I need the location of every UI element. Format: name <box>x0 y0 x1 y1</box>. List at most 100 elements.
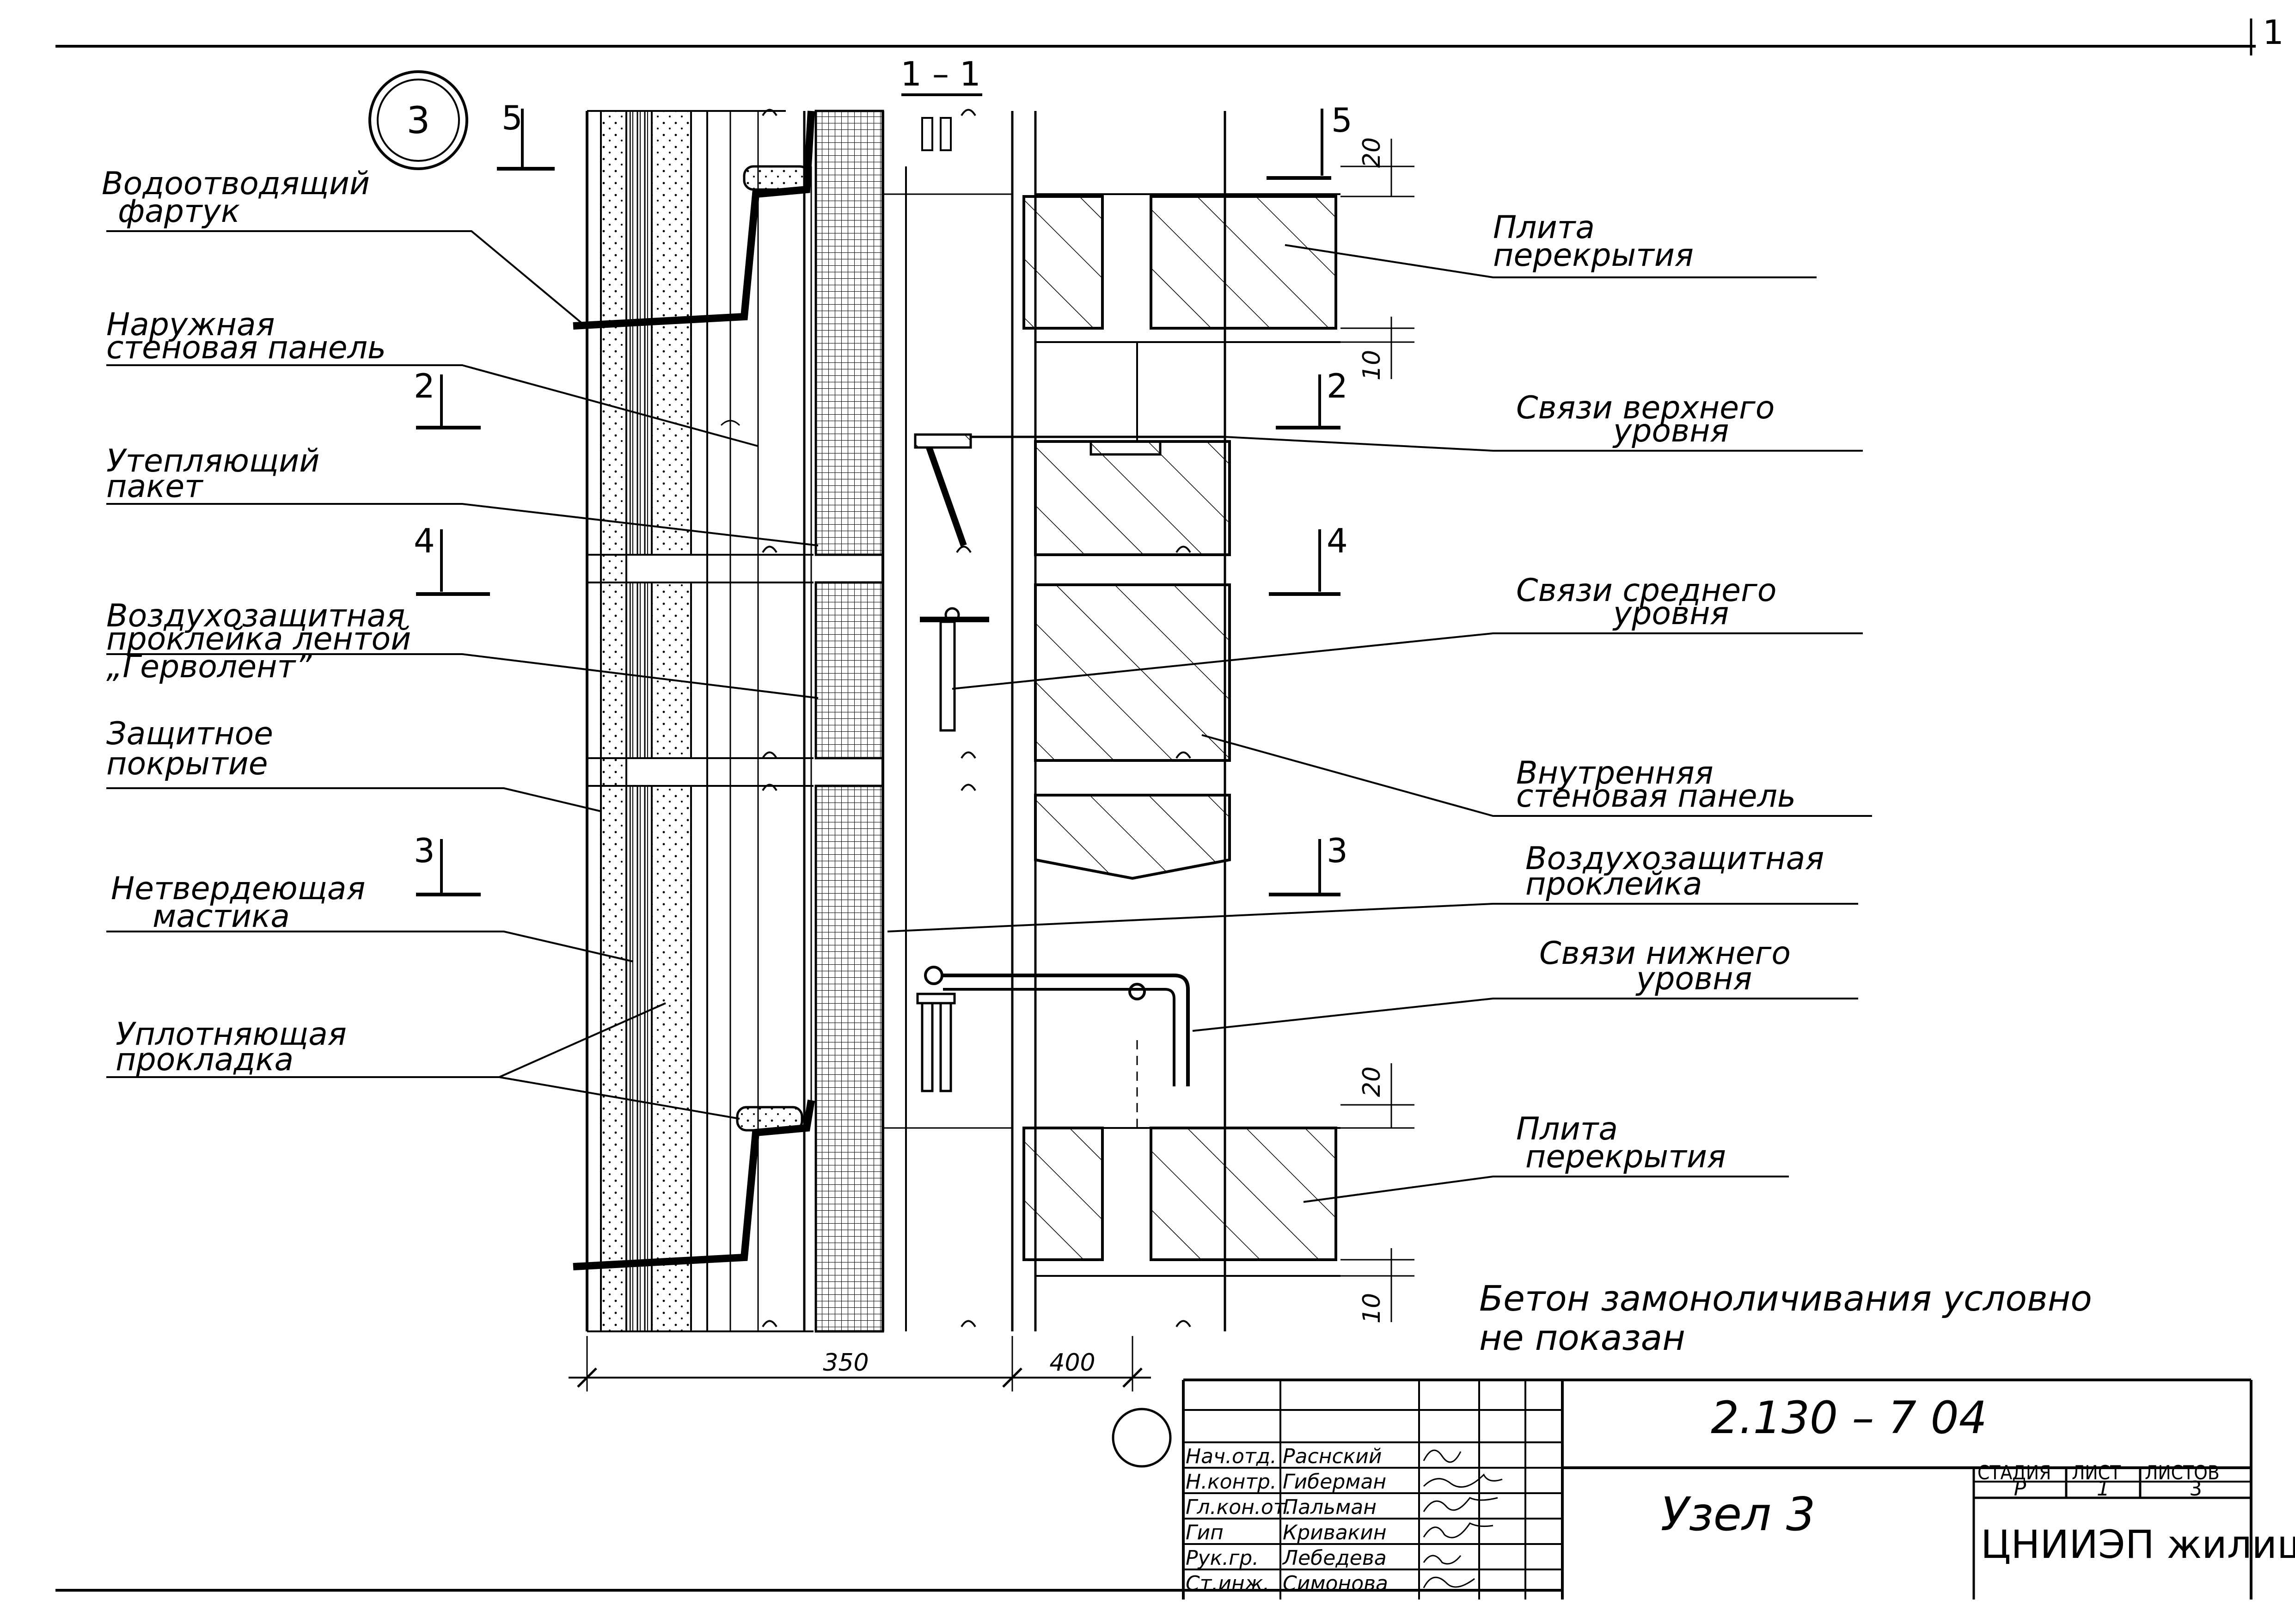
label-drip-apron: Водоотводящий фартук <box>102 165 583 325</box>
cut-mark-3-left: 3 <box>414 831 481 896</box>
svg-text:10: 10 <box>1358 1293 1386 1324</box>
svg-text:Утепляющий: Утепляющий <box>106 443 319 479</box>
svg-text:Плита: Плита <box>1493 209 1595 246</box>
svg-text:Раснский: Раснский <box>1283 1445 1382 1468</box>
sheet-value: 1 <box>2097 1477 2110 1501</box>
svg-text:Гл.кон.от.: Гл.кон.от. <box>1186 1495 1291 1519</box>
label-inner-panel: Внутренняя стеновая панель <box>1201 734 1872 817</box>
svg-text:уровня: уровня <box>1612 413 1729 449</box>
sheets-value: 3 <box>2189 1477 2202 1501</box>
label-floor-slab-top: Плита перекрытия <box>1285 209 1817 278</box>
drawing-title: Узел 3 <box>1661 1487 1816 1541</box>
drip-apron-top <box>573 110 815 330</box>
svg-text:Связи верхнего: Связи верхнего <box>1516 390 1775 426</box>
floor-slab-bottom-right <box>1150 1127 1337 1261</box>
svg-text:Водоотводящий: Водоотводящий <box>102 165 370 202</box>
cut-mark-2-right: 2 <box>1276 367 1348 429</box>
joint-cavity <box>883 111 1014 1331</box>
break-marks <box>762 109 1191 1328</box>
svg-text:Связи среднего: Связи среднего <box>1516 572 1776 609</box>
svg-text:уровня: уровня <box>1612 595 1729 632</box>
insulation-pack <box>814 110 884 1333</box>
svg-text:Ст.инж.: Ст.инж. <box>1186 1572 1269 1595</box>
label-gasket: Уплотняющая прокладка <box>106 1002 740 1120</box>
svg-text:4: 4 <box>1327 521 1348 560</box>
label-outer-panel: Наружная стеновая панель <box>106 306 759 447</box>
drip-apron-bottom <box>573 1099 815 1270</box>
label-floor-slab-bottom: Плита перекрытия <box>1303 1111 1789 1203</box>
node-number: 3 <box>407 99 430 142</box>
svg-text:350: 350 <box>823 1349 869 1377</box>
svg-text:20: 20 <box>1358 137 1386 168</box>
floor-slab-bottom-left <box>1022 1127 1104 1261</box>
svg-text:Нетвердеющая: Нетвердеющая <box>111 870 365 907</box>
doc-code: 2.130 – 7 04 <box>1711 1392 1987 1444</box>
section-label: 1 – 1 <box>900 55 980 93</box>
dimension-top: 20 10 <box>1340 137 1414 380</box>
sheets-header: ЛИСТОВ <box>2145 1461 2220 1484</box>
svg-text:стеновая панель: стеновая панель <box>106 330 386 366</box>
cut-mark-2-left: 2 <box>414 367 481 429</box>
cut-mark-3-right: 3 <box>1269 831 1348 896</box>
stage-header: СТАДИЯ <box>1977 1461 2051 1484</box>
svg-text:не показан: не показан <box>1479 1317 1685 1358</box>
svg-text:2: 2 <box>1327 367 1348 405</box>
svg-text:перекрытия: перекрытия <box>1493 237 1694 274</box>
ties-lower <box>916 966 1190 1092</box>
svg-text:5: 5 <box>1331 101 1353 140</box>
floor-slab-top-left <box>1022 195 1104 330</box>
svg-text:перекрытия: перекрытия <box>1525 1139 1726 1175</box>
svg-text:10: 10 <box>1358 350 1386 380</box>
svg-text:пакет: пакет <box>106 468 204 505</box>
svg-text:3: 3 <box>1327 831 1348 870</box>
svg-text:Внутренняя: Внутренняя <box>1516 755 1714 791</box>
svg-text:проклейка: проклейка <box>1525 866 1702 902</box>
svg-text:Уплотняющая: Уплотняющая <box>116 1016 347 1053</box>
node-marker: 3 <box>368 70 468 170</box>
cut-mark-5-right: 5 <box>1267 101 1353 180</box>
svg-text:Н.контр.: Н.контр. <box>1186 1470 1277 1494</box>
svg-text:Защитное: Защитное <box>106 716 273 752</box>
label-protective-coating: Защитное покрытие <box>106 716 601 812</box>
svg-text:Гиберман: Гиберман <box>1283 1470 1386 1494</box>
svg-text:Связи нижнего: Связи нижнего <box>1539 935 1791 972</box>
svg-text:400: 400 <box>1049 1349 1095 1377</box>
svg-text:Воздухозащитная: Воздухозащитная <box>106 598 405 634</box>
organization: ЦНИИЭП жилища <box>1981 1522 2295 1567</box>
svg-text:2: 2 <box>414 367 435 405</box>
svg-text:Гип: Гип <box>1186 1521 1224 1544</box>
svg-text:Плита: Плита <box>1516 1111 1618 1147</box>
label-insulation: Утепляющий пакет <box>106 443 819 546</box>
svg-text:5: 5 <box>502 98 523 137</box>
floor-slab-top-right <box>1150 195 1337 330</box>
svg-text:20: 20 <box>1358 1066 1386 1097</box>
svg-text:Симонова: Симонова <box>1283 1572 1388 1595</box>
label-ties-middle: Связи среднего уровня <box>952 572 1863 690</box>
sheet-header: ЛИСТ <box>2072 1461 2121 1484</box>
note: Бетон замоноличивания условно не показан <box>1479 1278 2092 1358</box>
svg-text:фартук: фартук <box>118 193 240 230</box>
section-title: 1 – 1 <box>900 55 982 96</box>
cut-mark-4-left: 4 <box>414 521 490 596</box>
svg-text:Воздухозащитная: Воздухозащитная <box>1525 840 1824 877</box>
label-air-tape: Воздухозащитная проклейка лентой „Гервол… <box>106 598 819 699</box>
svg-text:мастика: мастика <box>153 898 290 935</box>
svg-text:прокладка: прокладка <box>116 1042 294 1078</box>
svg-text:3: 3 <box>414 831 435 870</box>
svg-text:Рук.гр.: Рук.гр. <box>1186 1546 1259 1570</box>
label-ties-upper: Связи верхнего уровня <box>1224 390 1863 452</box>
svg-text:4: 4 <box>414 521 435 560</box>
label-ties-lower: Связи нижнего уровня <box>1192 935 1858 1032</box>
ties-upper <box>914 433 1225 547</box>
label-air-sealing: Воздухозащитная проклейка <box>887 840 1858 932</box>
ties-middle <box>920 607 989 732</box>
dimension-horizontal: 350 400 <box>569 1336 1151 1391</box>
inner-wall-panel <box>1022 111 1340 1331</box>
svg-text:уровня: уровня <box>1635 961 1752 997</box>
svg-text:стеновая панель: стеновая панель <box>1516 778 1796 815</box>
dimension-bottom: 20 10 <box>1340 1063 1414 1324</box>
svg-text:Бетон замоноличивания условно: Бетон замоноличивания условно <box>1479 1278 2092 1319</box>
signature-marks <box>1423 1449 1503 1588</box>
stage-value: Р <box>2014 1477 2026 1501</box>
